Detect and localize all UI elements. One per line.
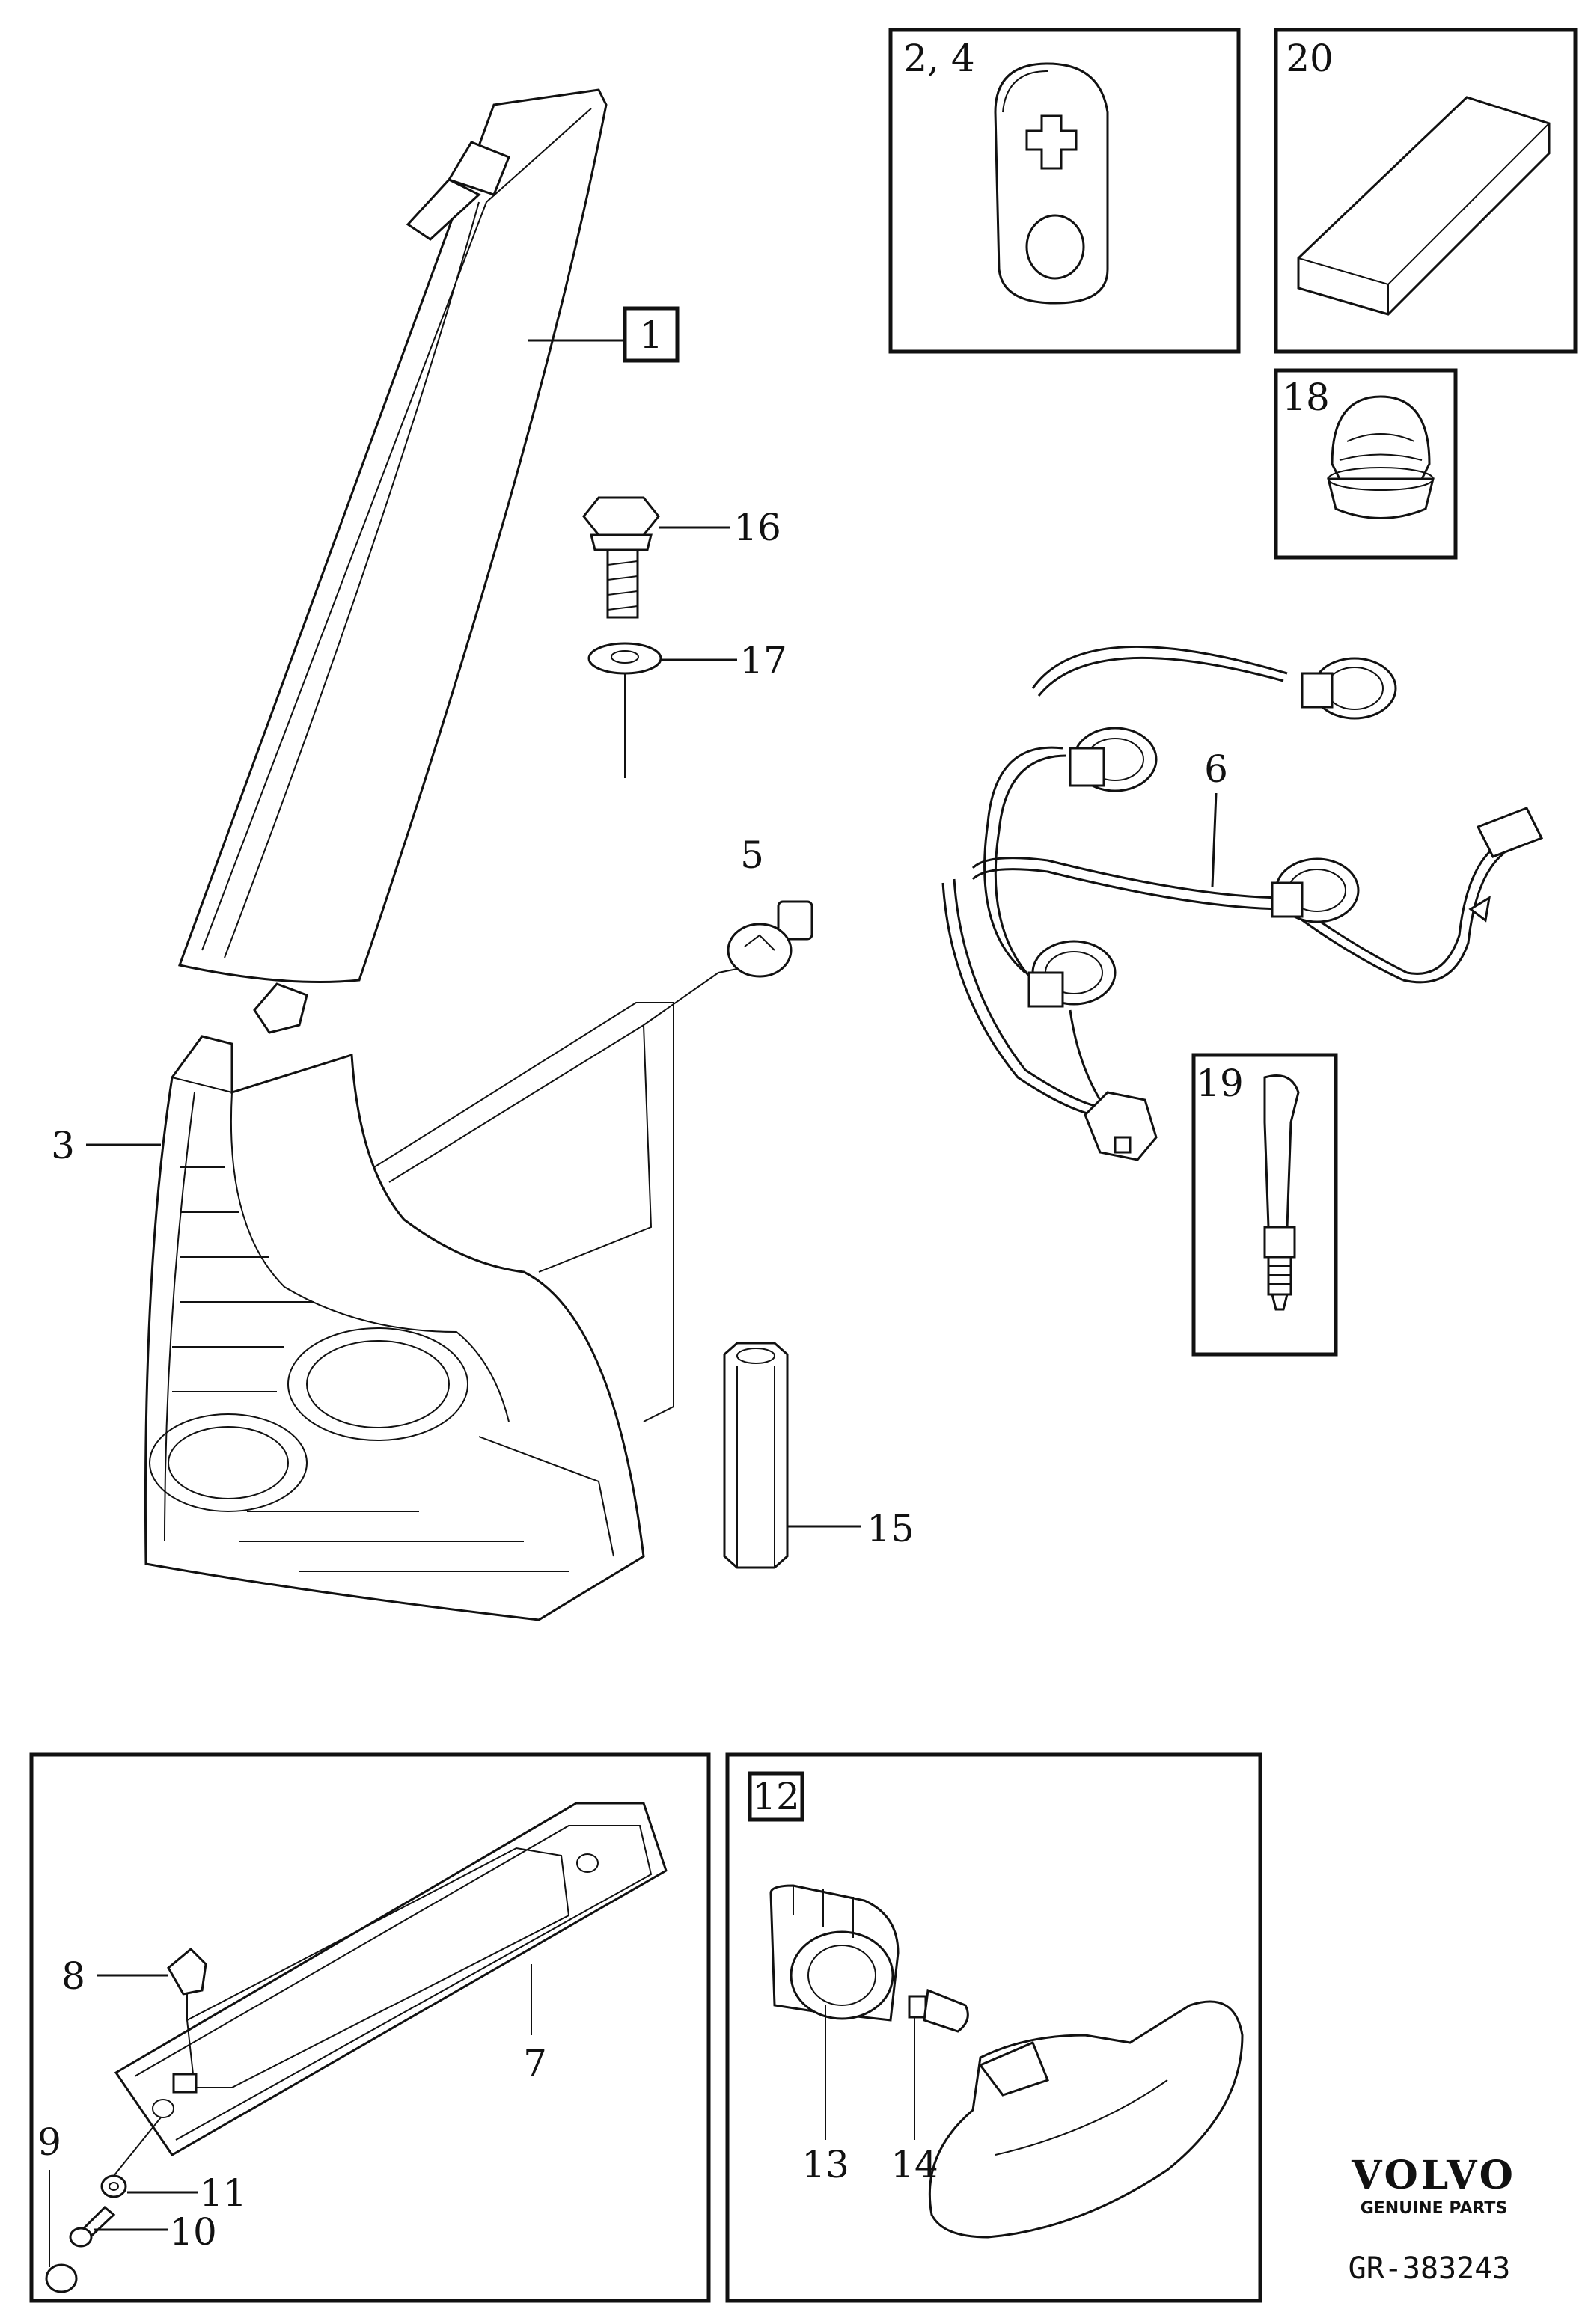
brand-tagline: GENUINE PARTS — [1361, 2199, 1508, 2218]
clip-part-8 — [97, 1947, 207, 2020]
callout-6: 6 — [1204, 747, 1228, 791]
spacer-part-15 — [723, 1342, 861, 1569]
box-part-12-side-marker — [725, 1752, 1262, 2303]
callout-14: 14 — [891, 2143, 938, 2186]
callout-13: 13 — [801, 2143, 849, 2186]
bulb-part-14 — [908, 1988, 969, 2140]
callout-11: 11 — [199, 2171, 247, 2215]
callout-5: 5 — [740, 834, 764, 877]
harness-connector-end — [1476, 807, 1544, 858]
lamp-mount-frame — [373, 972, 719, 1422]
callout-8: 8 — [61, 1954, 85, 1998]
socket-part-13 — [769, 1884, 900, 2140]
washer-part-17 — [587, 642, 737, 778]
callout-1: 1 — [639, 314, 663, 357]
cap-part-9 — [45, 2170, 78, 2293]
callout-3: 3 — [51, 1124, 75, 1167]
callout-7: 7 — [523, 2042, 547, 2085]
arrow-marker — [1468, 896, 1491, 923]
callout-19: 19 — [1196, 1062, 1244, 1105]
side-marker-lens — [928, 2000, 1244, 2239]
callout-15: 15 — [867, 1507, 914, 1550]
screw-part-10 — [69, 2205, 168, 2248]
callout-12: 12 — [752, 1775, 800, 1818]
callout-17: 17 — [739, 639, 787, 682]
callout-1-box: 1 — [623, 306, 680, 363]
diagram-reference: GR-383243 — [1349, 2251, 1511, 2286]
box-part-18 — [1274, 368, 1458, 560]
upper-lamp-part-1 — [177, 88, 625, 1034]
brand-logo: VOLVO — [1351, 2153, 1516, 2198]
bulb-part-5 — [718, 900, 813, 978]
socket-lower-left — [1027, 940, 1117, 1008]
socket-upper-left — [1069, 727, 1158, 792]
socket-top-right — [1301, 657, 1397, 720]
box-part-19 — [1191, 1053, 1338, 1357]
bolt-part-16 — [582, 496, 730, 619]
box-part-7-high-brake-lamp — [29, 1752, 711, 2303]
wiring-harness-part-6 — [941, 645, 1544, 1161]
callout-10: 10 — [169, 2210, 217, 2254]
socket-middle-right — [1271, 857, 1360, 923]
harness-connector-bottom — [1084, 1091, 1158, 1161]
lower-lamp-part-3 — [144, 1035, 645, 1621]
callout-18: 18 — [1282, 376, 1330, 419]
box-part-2-4 — [888, 28, 1241, 354]
callout-20: 20 — [1286, 37, 1334, 80]
grommet-part-11 — [100, 2117, 198, 2198]
box-part-20 — [1274, 28, 1578, 354]
callout-2-4: 2, 4 — [903, 37, 974, 80]
callout-16: 16 — [733, 506, 781, 549]
callout-9: 9 — [37, 2120, 61, 2164]
